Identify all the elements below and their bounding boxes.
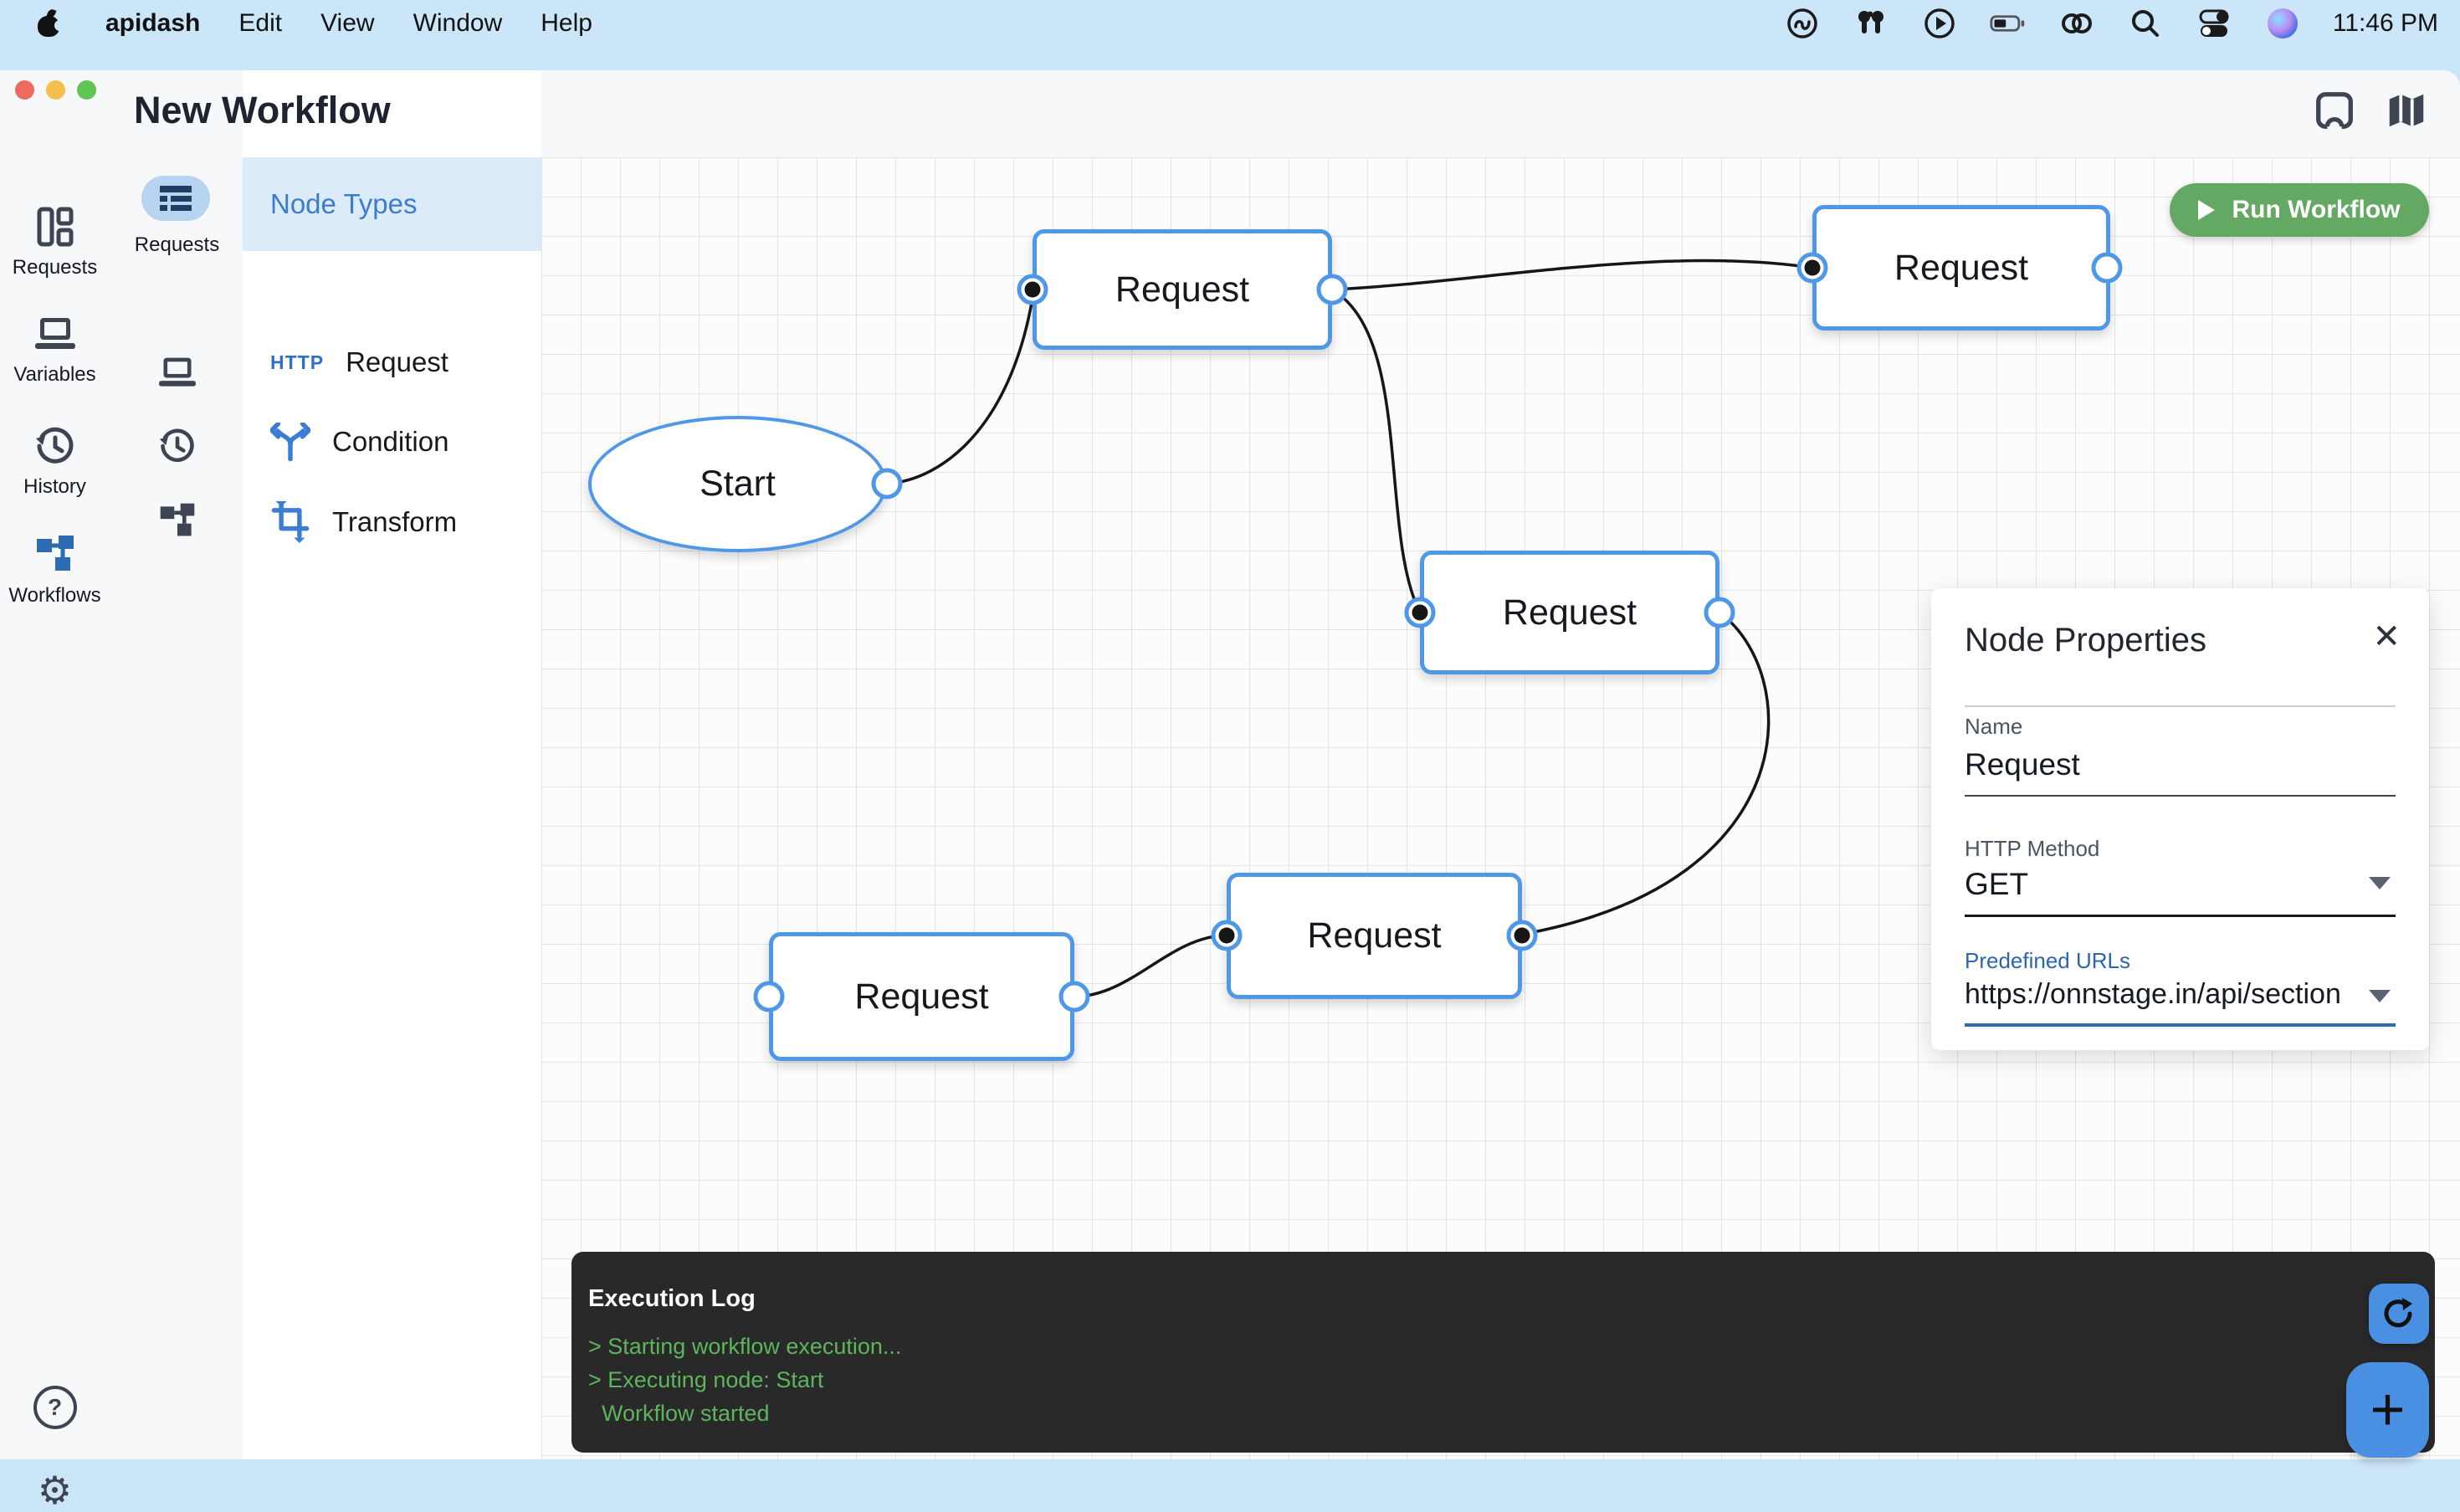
node-label: Request bbox=[1115, 269, 1250, 310]
edge bbox=[1331, 259, 1813, 291]
dashboard-icon bbox=[37, 207, 73, 247]
crop-transform-icon bbox=[271, 501, 310, 543]
edge bbox=[1331, 288, 1420, 610]
table-icon bbox=[160, 186, 192, 211]
menu-edit[interactable]: Edit bbox=[238, 9, 283, 37]
run-workflow-button[interactable]: Run Workflow bbox=[2170, 183, 2429, 237]
edge bbox=[886, 297, 1034, 485]
node-label: Start bbox=[700, 464, 776, 504]
edge bbox=[1074, 934, 1227, 998]
node-label: Request bbox=[854, 976, 989, 1017]
execution-log-panel: Execution Log > Starting workflow execut… bbox=[571, 1252, 2435, 1453]
subnav-requests-active[interactable] bbox=[141, 176, 210, 221]
node-request-4[interactable]: Request bbox=[769, 932, 1074, 1061]
menu-window[interactable]: Window bbox=[413, 9, 503, 37]
workflow-icon bbox=[36, 536, 74, 571]
help-icon: ? bbox=[47, 1394, 63, 1420]
sidebar-item-history[interactable]: History bbox=[0, 425, 110, 499]
workflow-icon bbox=[160, 503, 194, 536]
secondary-sidebar: Requests bbox=[111, 70, 243, 1459]
sidebar-label: Requests bbox=[12, 256, 98, 279]
page-title: New Workflow bbox=[134, 89, 391, 131]
sidebar-label: History bbox=[23, 475, 86, 498]
control-center-icon[interactable] bbox=[2196, 5, 2232, 42]
subnav-workflows[interactable] bbox=[111, 500, 243, 541]
plus-icon: + bbox=[2370, 1376, 2406, 1443]
minimize-window-button[interactable] bbox=[46, 80, 65, 100]
http-badge: HTTP bbox=[270, 351, 325, 373]
node-label: Request bbox=[1894, 247, 2029, 288]
subnav-variables[interactable] bbox=[111, 355, 243, 392]
subnav-history[interactable] bbox=[111, 427, 243, 465]
node-properties-panel: Node Properties ✕ Name Request HTTP Meth… bbox=[1931, 588, 2429, 1050]
node-request-2[interactable]: Request bbox=[1812, 205, 2110, 331]
name-field[interactable]: Request bbox=[1965, 747, 2080, 782]
node-request-1[interactable]: Request bbox=[1033, 229, 1332, 350]
urls-select[interactable]: https://onnstage.in/api/section bbox=[1965, 978, 2341, 1010]
refresh-icon bbox=[2384, 1298, 2412, 1328]
node-request-5[interactable]: Request bbox=[1227, 873, 1522, 999]
node-request-3[interactable]: Request bbox=[1420, 551, 1719, 674]
branch-icon bbox=[270, 423, 310, 461]
creative-cloud-icon[interactable] bbox=[1784, 5, 1821, 42]
node-type-request[interactable]: HTTP Request bbox=[270, 346, 448, 377]
menu-help[interactable]: Help bbox=[541, 9, 592, 37]
sidebar-item-workflows[interactable]: Workflows bbox=[0, 532, 110, 607]
history-clock-icon bbox=[159, 428, 194, 463]
map-icon[interactable] bbox=[2383, 87, 2430, 134]
help-button[interactable]: ? bbox=[0, 1386, 110, 1429]
settings-button[interactable]: ⚙ bbox=[0, 1471, 110, 1509]
battery-icon[interactable] bbox=[1990, 5, 2027, 42]
menu-view[interactable]: View bbox=[320, 9, 375, 37]
play-circle-icon[interactable] bbox=[1921, 5, 1958, 42]
method-field-label: HTTP Method bbox=[1965, 836, 2100, 861]
apple-icon bbox=[38, 8, 65, 37]
node-types-panel: Node Types HTTP Request Condition Transf… bbox=[243, 70, 541, 1459]
history-clock-icon bbox=[35, 427, 73, 464]
node-type-condition[interactable]: Condition bbox=[243, 413, 541, 471]
sidebar-label: Variables bbox=[13, 363, 96, 386]
log-line: Workflow started bbox=[602, 1401, 770, 1426]
node-types-header: Node Types bbox=[243, 157, 541, 251]
log-line: > Executing node: Start bbox=[588, 1367, 824, 1392]
node-label: Request bbox=[1502, 592, 1637, 633]
zoom-window-button[interactable] bbox=[77, 80, 96, 100]
method-select[interactable]: GET bbox=[1965, 867, 2029, 901]
close-icon[interactable]: ✕ bbox=[2372, 618, 2401, 655]
gear-icon: ⚙ bbox=[37, 1468, 73, 1512]
log-line: > Starting workflow execution... bbox=[588, 1334, 902, 1359]
siri-icon[interactable] bbox=[2264, 5, 2301, 42]
node-start[interactable]: Start bbox=[588, 416, 887, 552]
tray-icon[interactable] bbox=[2311, 87, 2358, 134]
log-title: Execution Log bbox=[588, 1285, 756, 1312]
node-label: Request bbox=[1307, 915, 1442, 956]
subnav-active-label: Requests bbox=[134, 233, 220, 256]
apple-menu[interactable] bbox=[30, 5, 67, 42]
chevron-down-icon[interactable] bbox=[2369, 990, 2391, 1002]
search-icon[interactable] bbox=[2127, 5, 2164, 42]
laptop-icon bbox=[158, 357, 196, 387]
app-menu[interactable]: apidash bbox=[105, 9, 201, 37]
urls-field-label: Predefined URLs bbox=[1965, 948, 2130, 973]
name-field-label: Name bbox=[1965, 714, 2023, 739]
close-window-button[interactable] bbox=[15, 80, 34, 100]
laptop-icon bbox=[34, 318, 75, 349]
play-icon bbox=[2198, 200, 2216, 220]
sidebar-item-variables[interactable]: Variables bbox=[0, 315, 110, 387]
airpods-icon[interactable] bbox=[1853, 5, 1889, 42]
primary-sidebar: Requests Variables History Workflows ? ⚙ bbox=[0, 70, 113, 1509]
sidebar-label: Workflows bbox=[8, 584, 101, 607]
add-button[interactable]: + bbox=[2346, 1362, 2429, 1458]
menu-bar: apidash Edit View Window Help 11:46 PM bbox=[0, 0, 2460, 47]
refresh-button[interactable] bbox=[2369, 1284, 2429, 1344]
sidebar-item-requests[interactable]: Requests bbox=[0, 206, 110, 279]
chevron-down-icon[interactable] bbox=[2369, 877, 2391, 889]
node-type-transform[interactable]: Transform bbox=[243, 493, 541, 551]
linked-rings-icon[interactable] bbox=[2058, 5, 2095, 42]
panel-title: Node Properties bbox=[1965, 622, 2207, 659]
traffic-lights bbox=[0, 80, 96, 100]
menu-clock[interactable]: 11:46 PM bbox=[2332, 9, 2438, 37]
